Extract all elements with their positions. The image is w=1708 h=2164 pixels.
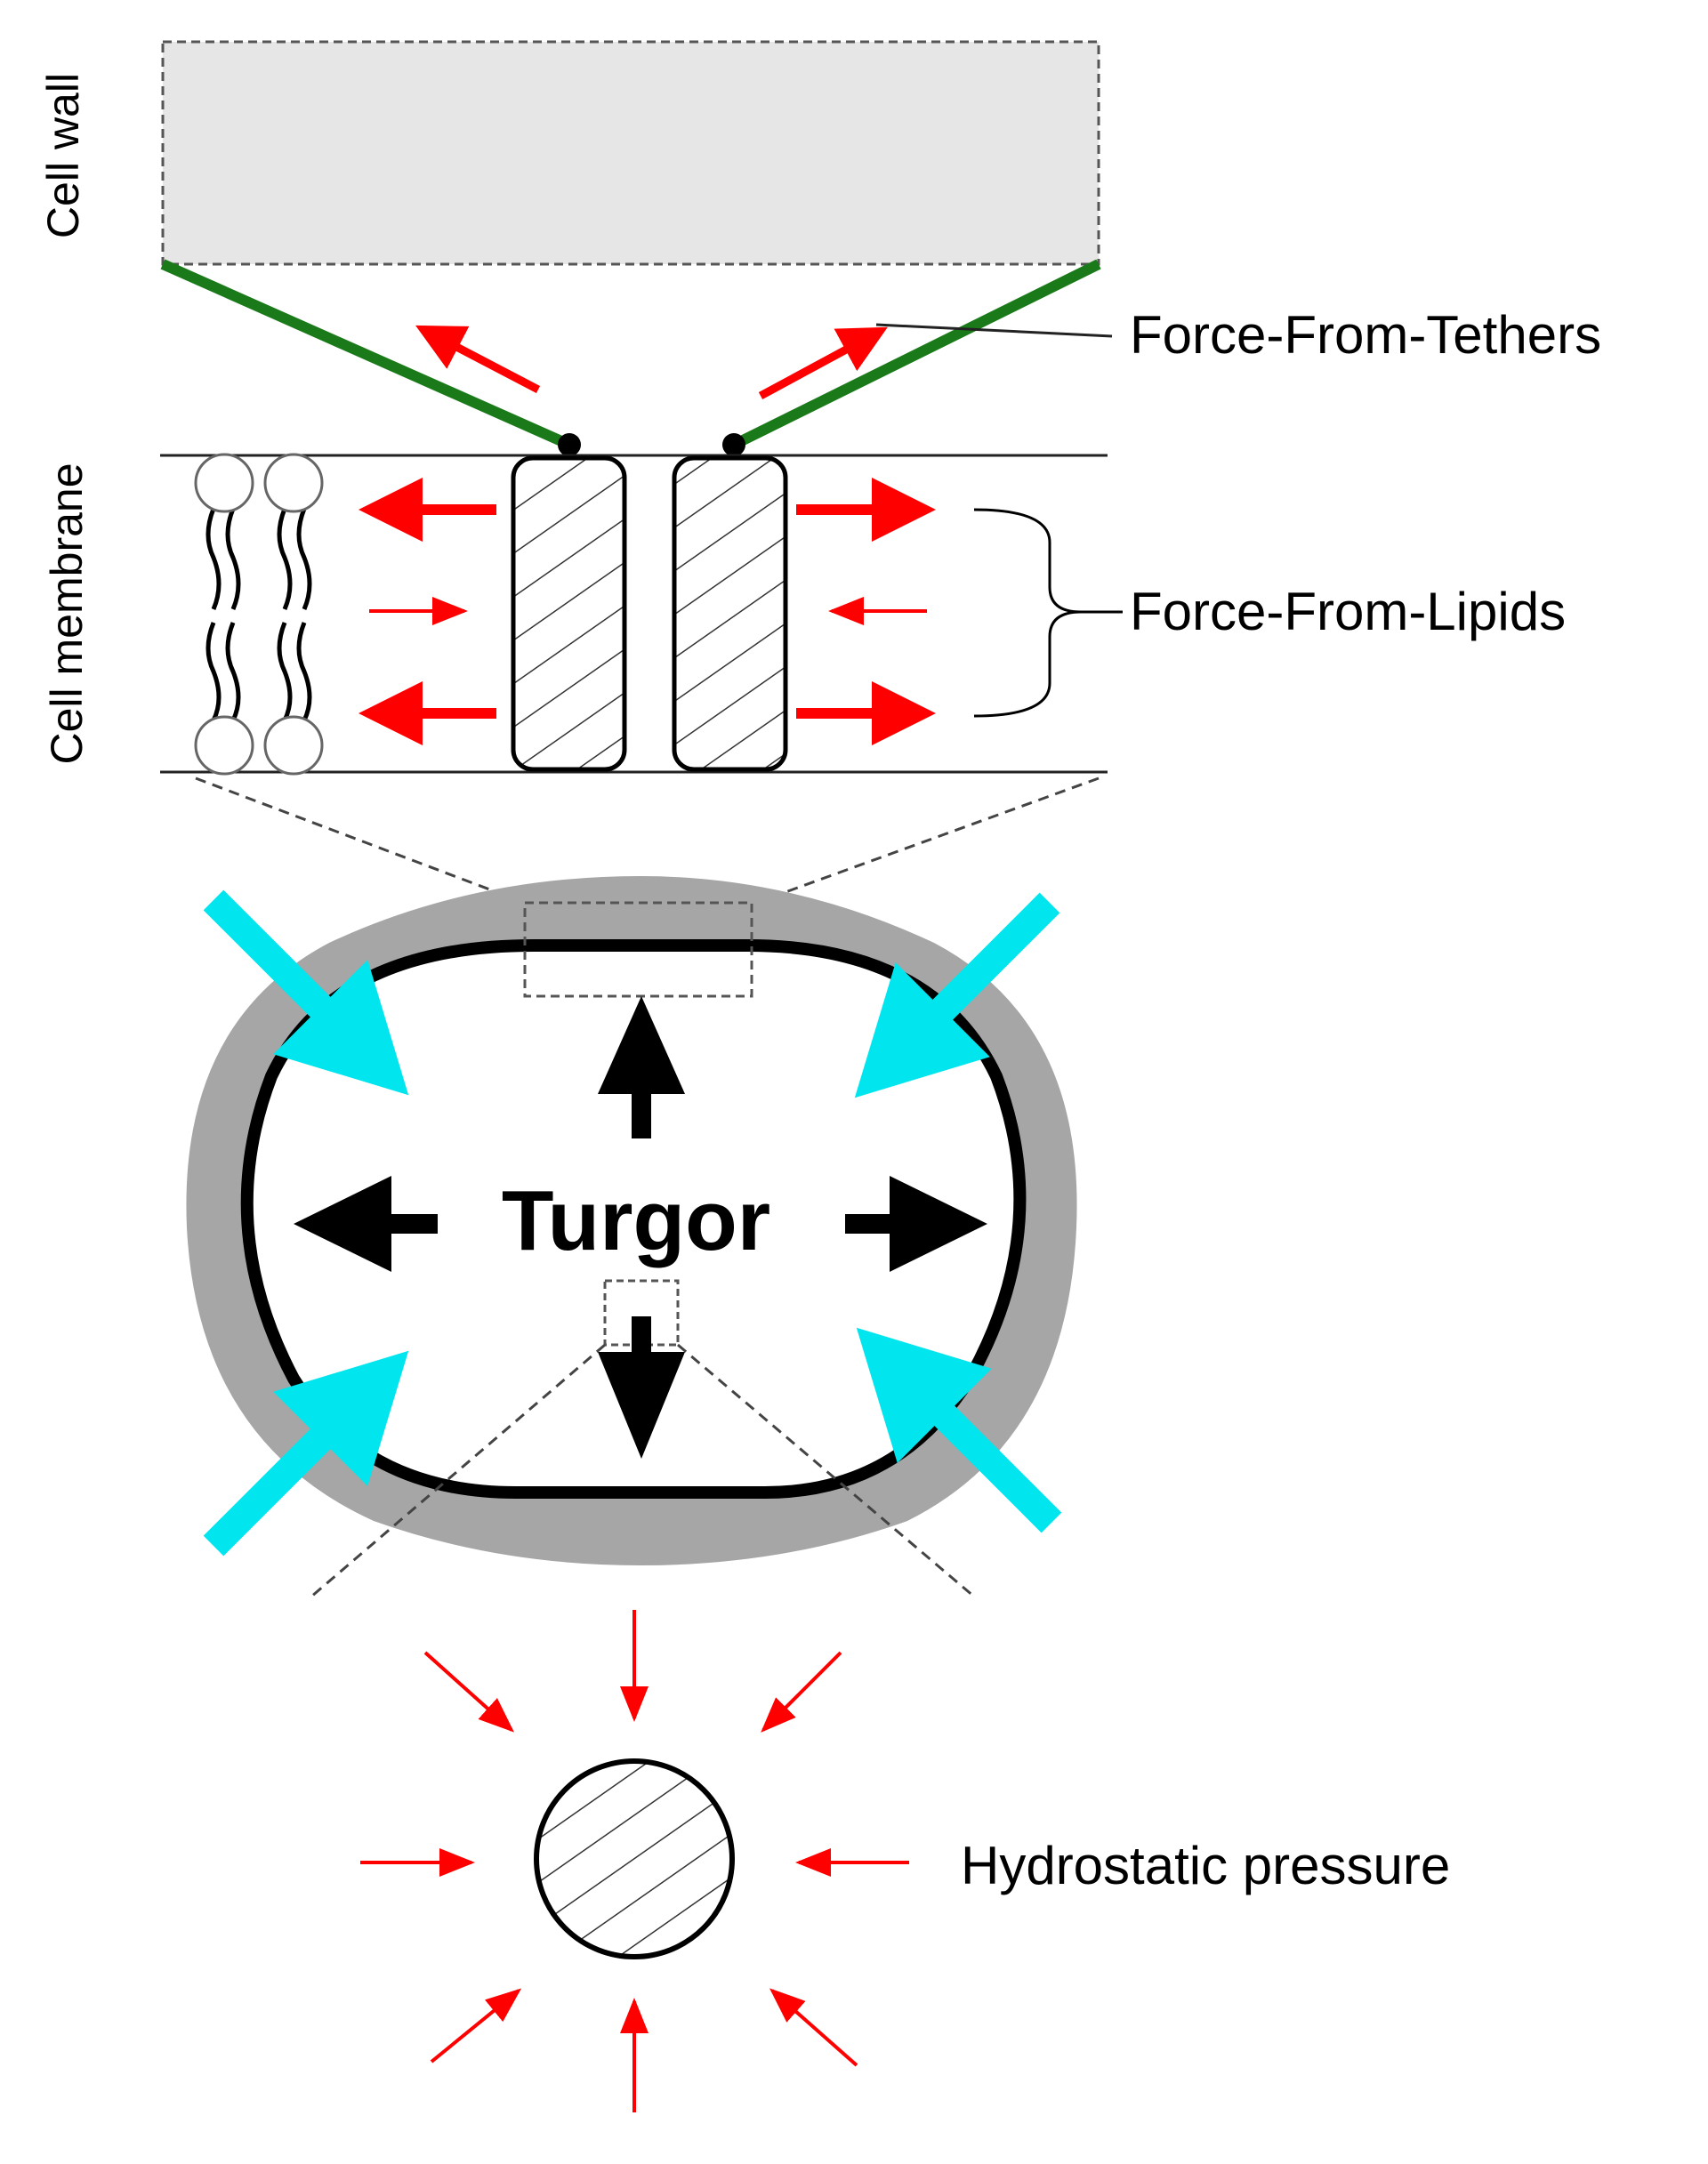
- cyan-arrow-bottom-left: [203, 1350, 409, 1557]
- cell-wall-panel: Cell wall: [38, 40, 1100, 266]
- turgor-arrow-up: [598, 996, 685, 1138]
- pressure-arrow-bottom-left: [430, 1988, 522, 2063]
- cell-membrane-panel: Cell membrane: [42, 454, 1108, 774]
- cell: [186, 876, 1077, 1565]
- force-from-lipids-label: Force-From-Lipids: [1130, 582, 1566, 641]
- turgor-arrow-down: [598, 1316, 685, 1459]
- lipid-heads: [194, 453, 324, 776]
- turgor-arrow-left: [294, 1176, 438, 1272]
- lipid-head: [194, 715, 254, 776]
- zoom-guide-membrane: [195, 776, 1100, 905]
- tether-force-arrow-right: [758, 326, 888, 399]
- cyan-arrow-top-left: [203, 889, 409, 1096]
- pressure-arrow-top-left: [423, 1651, 514, 1733]
- zoom-box-membrane: [523, 901, 753, 998]
- cell-membrane-label: Cell membrane: [42, 463, 92, 764]
- force-from-tethers-label: Force-From-Tethers: [1130, 305, 1601, 365]
- hydrostatic-pressure-label: Hydrostatic pressure: [961, 1836, 1450, 1895]
- cell-membrane-outline: [240, 939, 1027, 1499]
- lipid-force-arrows: [359, 478, 936, 745]
- tether-force-arrows: [415, 325, 888, 399]
- lipid-force-brace: [973, 508, 1082, 718]
- tethers: [160, 259, 1101, 456]
- cyan-arrow-bottom-right: [856, 1327, 1062, 1533]
- tether-left: [160, 259, 572, 450]
- external-pressure-arrows: [203, 889, 1062, 1557]
- channel-subunit-right: [672, 455, 788, 772]
- mechanosensitive-channel: [511, 455, 788, 772]
- cyan-arrow-top-right: [854, 892, 1060, 1098]
- cell-wall-block: [161, 40, 1100, 266]
- cell-wall-label: Cell wall: [38, 73, 88, 238]
- pressure-arrow-top-right: [761, 1651, 842, 1733]
- pressure-arrow-bottom-right: [769, 1988, 858, 2067]
- hydrostatic-arrows: [360, 1610, 909, 2112]
- tether-force-arrow-left: [415, 325, 541, 393]
- turgor-arrow-right: [845, 1176, 987, 1272]
- tether-anchor-left: [558, 433, 581, 456]
- tether-right: [731, 259, 1101, 450]
- channel-cross-section: [534, 1758, 735, 1959]
- lipid-bilayer: [205, 508, 312, 722]
- tether-anchor-right: [722, 433, 745, 456]
- tether-label-leader: [875, 323, 1113, 338]
- zoom-guide-channel: [310, 1343, 975, 1598]
- turgor-arrows: [294, 996, 987, 1459]
- lipid-head: [263, 453, 324, 513]
- lipid-head: [194, 453, 254, 513]
- lipid-head: [263, 715, 324, 776]
- channel-subunit-left: [511, 455, 627, 772]
- turgor-label: Turgor: [502, 1173, 770, 1268]
